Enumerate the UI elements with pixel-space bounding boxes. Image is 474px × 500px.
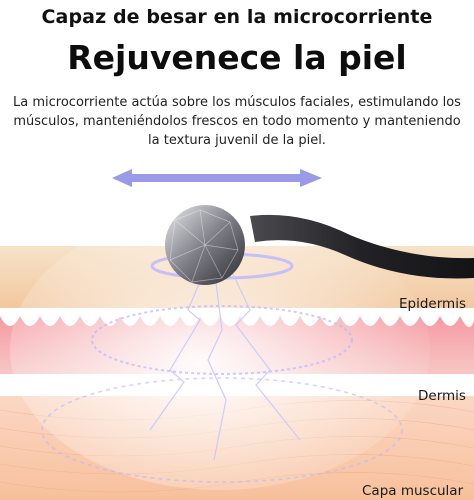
page-title: Rejuvenece la piel xyxy=(67,38,407,77)
description-text: La microcorriente actúa sobre los múscul… xyxy=(13,95,461,148)
skin-illustration: Epidermis Dermis Capa muscular xyxy=(0,160,474,500)
roller-ball xyxy=(165,205,245,285)
motion-arrow xyxy=(112,169,322,187)
roller-handle xyxy=(250,214,474,279)
muscle-layer-label: Capa muscular xyxy=(362,483,464,499)
lightning-effect xyxy=(149,269,301,461)
dermis-label: Dermis xyxy=(418,388,466,404)
epidermis-label: Epidermis xyxy=(399,296,466,312)
skin-layers-graphic xyxy=(0,169,474,500)
subtitle: Capaz de besar en la microcorriente xyxy=(41,6,433,28)
